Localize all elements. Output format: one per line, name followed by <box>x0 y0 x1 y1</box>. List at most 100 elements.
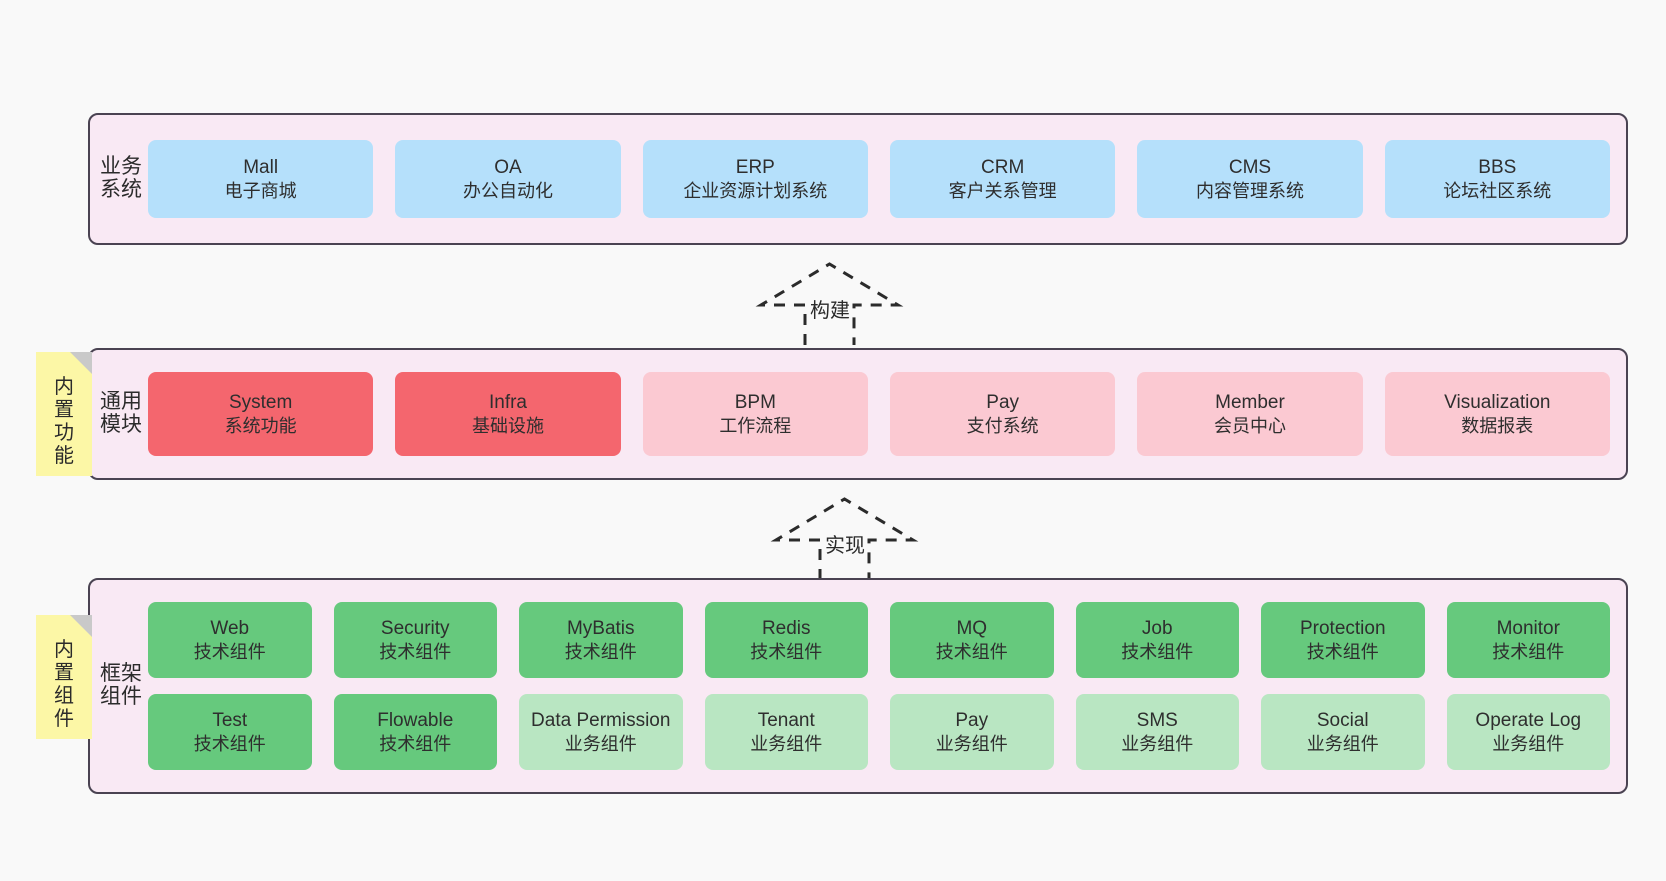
card-name: MQ <box>956 617 988 639</box>
connector-implement-arrow <box>770 497 919 580</box>
card-row: Mall 电子商城 OA 办公自动化 ERP 企业资源计划系统 CRM 客户关系… <box>148 140 1610 218</box>
card-name: OA <box>494 156 522 178</box>
module-card-crm[interactable]: CRM 客户关系管理 <box>889 140 1116 218</box>
layer-title-business-system: 业务系统 <box>100 155 142 201</box>
card-subtitle: 业务组件 <box>1492 733 1565 754</box>
card-subtitle: 电子商城 <box>224 180 297 201</box>
card-subtitle: 技术组件 <box>564 641 637 662</box>
card-name: Mall <box>243 156 279 178</box>
card-subtitle: 业务组件 <box>564 733 637 754</box>
module-card-infra[interactable]: Infra 基础设施 <box>395 372 621 456</box>
card-name: System <box>228 391 293 413</box>
card-name: Test <box>212 709 248 731</box>
module-card-security[interactable]: Security 技术组件 <box>333 602 497 678</box>
note-label: 内置功能 <box>54 376 74 467</box>
card-name: Member <box>1215 391 1285 413</box>
module-card-social[interactable]: Social 业务组件 <box>1261 694 1425 770</box>
card-name: ERP <box>735 156 775 178</box>
layer-framework-component: 框架组件 Web 技术组件 Security 技术组件 MyBatis 技术组件… <box>88 578 1628 794</box>
card-name: Pay <box>955 709 989 731</box>
card-name: MyBatis <box>566 617 635 639</box>
card-name: Infra <box>488 391 527 413</box>
module-card-visualization[interactable]: Visualization 数据报表 <box>1384 372 1610 456</box>
card-subtitle: 业务组件 <box>1121 733 1194 754</box>
sticky-note-builtin-component: 内置组件 <box>36 615 92 739</box>
card-row: Test 技术组件 Flowable 技术组件 Data Permission … <box>148 694 1610 770</box>
module-card-data-permission[interactable]: Data Permission 业务组件 <box>519 694 683 770</box>
card-subtitle: 数据报表 <box>1461 415 1534 436</box>
module-card-sms[interactable]: SMS 业务组件 <box>1075 694 1239 770</box>
card-subtitle: 技术组件 <box>1306 641 1379 662</box>
card-subtitle: 内容管理系统 <box>1195 180 1304 201</box>
module-card-mall[interactable]: Mall 电子商城 <box>148 140 374 218</box>
card-name: SMS <box>1136 709 1178 731</box>
sticky-note-builtin-feature: 内置功能 <box>36 352 92 476</box>
card-subtitle: 技术组件 <box>1492 641 1565 662</box>
module-card-job[interactable]: Job 技术组件 <box>1075 602 1239 678</box>
card-name: Job <box>1141 617 1173 639</box>
card-subtitle: 技术组件 <box>193 733 266 754</box>
layer-title-framework-component: 框架组件 <box>100 662 142 708</box>
card-subtitle: 会员中心 <box>1213 415 1286 436</box>
card-row: System 系统功能 Infra 基础设施 BPM 工作流程 Pay 支付系统… <box>148 372 1610 456</box>
card-name: Redis <box>761 617 811 639</box>
card-subtitle: 技术组件 <box>1121 641 1194 662</box>
module-card-mybatis[interactable]: MyBatis 技术组件 <box>519 602 683 678</box>
card-name: Flowable <box>377 709 454 731</box>
card-subtitle: 技术组件 <box>935 641 1008 662</box>
card-name: CRM <box>981 156 1025 178</box>
card-name: CMS <box>1228 156 1272 178</box>
layer-title-common-module: 通用模块 <box>100 390 142 436</box>
card-name: Web <box>210 617 250 639</box>
card-row: Web 技术组件 Security 技术组件 MyBatis 技术组件 Redi… <box>148 602 1610 678</box>
card-name: Security <box>380 617 450 639</box>
connector-implement-label: 实现 <box>825 535 865 557</box>
module-card-mq[interactable]: MQ 技术组件 <box>890 602 1054 678</box>
card-subtitle: 业务组件 <box>750 733 823 754</box>
card-name: BPM <box>734 391 776 413</box>
layer-body-common-module: System 系统功能 Infra 基础设施 BPM 工作流程 Pay 支付系统… <box>144 350 1626 478</box>
module-card-test[interactable]: Test 技术组件 <box>148 694 312 770</box>
card-name: Social <box>1316 709 1369 731</box>
module-card-oa[interactable]: OA 办公自动化 <box>395 140 621 218</box>
module-card-pay[interactable]: Pay 支付系统 <box>889 372 1116 456</box>
connector-build-label: 构建 <box>810 300 850 322</box>
module-card-bbs[interactable]: BBS 论坛社区系统 <box>1384 140 1610 218</box>
connector-build-arrow <box>755 262 904 345</box>
module-card-cms[interactable]: CMS 内容管理系统 <box>1137 140 1363 218</box>
module-card-member[interactable]: Member 会员中心 <box>1137 372 1363 456</box>
module-card-monitor[interactable]: Monitor 技术组件 <box>1446 602 1610 678</box>
card-subtitle: 业务组件 <box>1306 733 1379 754</box>
card-subtitle: 系统功能 <box>224 415 297 436</box>
module-card-flowable[interactable]: Flowable 技术组件 <box>333 694 497 770</box>
card-name: Pay <box>986 391 1020 413</box>
module-card-tenant[interactable]: Tenant 业务组件 <box>704 694 868 770</box>
module-card-protection[interactable]: Protection 技术组件 <box>1261 602 1425 678</box>
card-name: Data Permission <box>531 709 671 731</box>
card-subtitle: 业务组件 <box>935 733 1008 754</box>
module-card-erp[interactable]: ERP 企业资源计划系统 <box>642 140 868 218</box>
card-subtitle: 支付系统 <box>966 415 1039 436</box>
card-subtitle: 技术组件 <box>750 641 823 662</box>
module-card-system[interactable]: System 系统功能 <box>148 372 374 456</box>
card-subtitle: 客户关系管理 <box>948 180 1057 201</box>
card-subtitle: 技术组件 <box>379 641 452 662</box>
note-fold-icon <box>70 615 92 637</box>
note-fold-icon <box>70 352 92 374</box>
card-subtitle: 论坛社区系统 <box>1443 180 1552 201</box>
layer-body-framework-component: Web 技术组件 Security 技术组件 MyBatis 技术组件 Redi… <box>144 580 1626 792</box>
card-subtitle: 基础设施 <box>471 415 544 436</box>
card-subtitle: 技术组件 <box>379 733 452 754</box>
card-subtitle: 企业资源计划系统 <box>683 180 828 201</box>
card-name: Tenant <box>757 709 815 731</box>
card-subtitle: 工作流程 <box>719 415 792 436</box>
layer-business-system: 业务系统 Mall 电子商城 OA 办公自动化 ERP 企业资源计划系统 CRM… <box>88 113 1628 245</box>
card-subtitle: 技术组件 <box>193 641 266 662</box>
module-card-operate-log[interactable]: Operate Log 业务组件 <box>1446 694 1610 770</box>
module-card-pay-business[interactable]: Pay 业务组件 <box>890 694 1054 770</box>
layer-common-module: 通用模块 System 系统功能 Infra 基础设施 BPM 工作流程 Pay… <box>88 348 1628 480</box>
module-card-redis[interactable]: Redis 技术组件 <box>704 602 868 678</box>
module-card-web[interactable]: Web 技术组件 <box>148 602 312 678</box>
card-name: Protection <box>1299 617 1386 639</box>
module-card-bpm[interactable]: BPM 工作流程 <box>642 372 868 456</box>
